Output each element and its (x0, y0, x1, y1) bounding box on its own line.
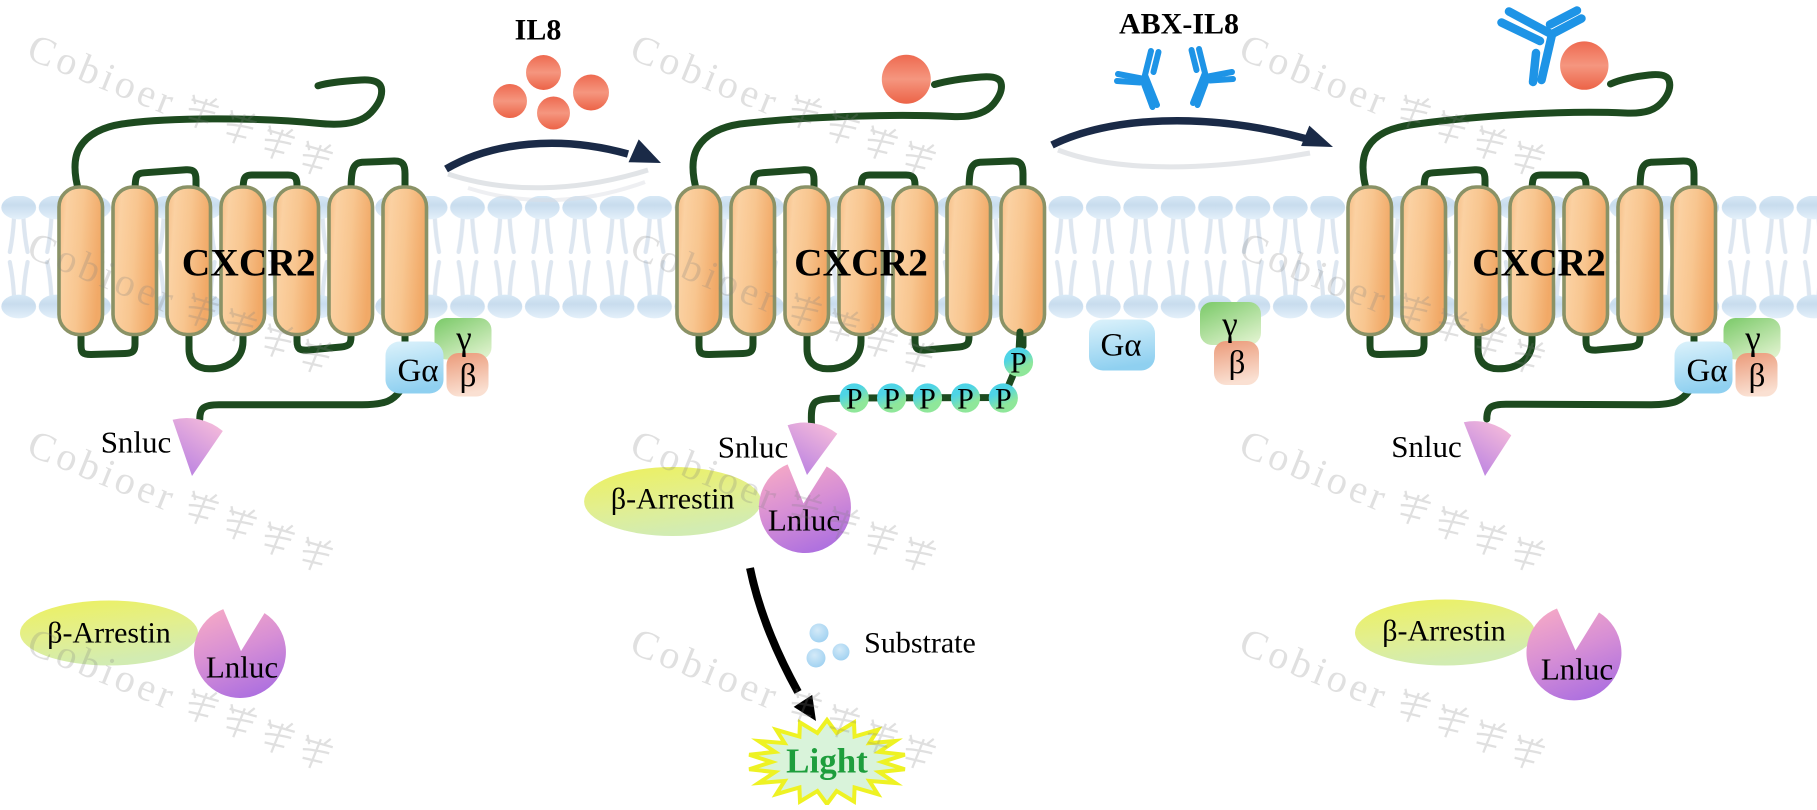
svg-text:Light: Light (786, 742, 868, 781)
svg-text:CXCR2: CXCR2 (1472, 241, 1606, 285)
svg-text:P: P (883, 383, 900, 416)
svg-text:β: β (1749, 358, 1766, 394)
svg-text:P: P (957, 383, 974, 416)
svg-text:Snluc: Snluc (718, 430, 789, 465)
svg-text:Lnluc: Lnluc (1541, 652, 1613, 687)
svg-text:CXCR2: CXCR2 (794, 241, 928, 285)
svg-text:β-Arrestin: β-Arrestin (1382, 615, 1506, 648)
svg-text:Gα: Gα (1100, 328, 1141, 364)
svg-text:Gα: Gα (397, 353, 438, 389)
svg-text:Substrate: Substrate (864, 627, 976, 660)
svg-text:P: P (846, 383, 863, 416)
svg-text:Gα: Gα (1686, 353, 1727, 389)
svg-text:β: β (1229, 345, 1246, 381)
svg-text:Snluc: Snluc (1391, 429, 1462, 464)
svg-text:P: P (995, 383, 1012, 416)
svg-text:β-Arrestin: β-Arrestin (611, 483, 735, 516)
svg-text:γ: γ (1221, 305, 1237, 344)
svg-text:IL8: IL8 (515, 14, 562, 47)
svg-text:P: P (1010, 347, 1027, 380)
svg-text:P: P (919, 383, 936, 416)
svg-text:γ: γ (1744, 319, 1760, 358)
svg-text:Snluc: Snluc (101, 425, 172, 460)
svg-text:Lnluc: Lnluc (768, 503, 840, 538)
svg-text:γ: γ (455, 319, 471, 358)
svg-text:ABX-IL8: ABX-IL8 (1119, 8, 1239, 41)
svg-text:CXCR2: CXCR2 (182, 241, 316, 285)
svg-text:β: β (460, 358, 477, 394)
svg-text:Lnluc: Lnluc (206, 650, 278, 685)
svg-text:β-Arrestin: β-Arrestin (47, 617, 171, 650)
